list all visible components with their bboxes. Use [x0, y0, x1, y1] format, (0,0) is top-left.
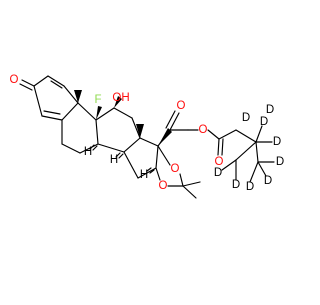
fluorine-wedge: [96, 106, 102, 120]
dioxolane-oxygen-2-label: O: [159, 180, 168, 192]
h16-hash: [146, 167, 155, 174]
fluorine-label: F: [94, 94, 101, 106]
methyl-c10-wedge: [74, 90, 82, 103]
ester-carbonyl-oxygen-label: O: [215, 156, 224, 168]
molecule-structure-diagram: O OH F O O O O O H H H D D D D D D D D D: [10, 74, 285, 199]
c20-oxygen-label: O: [177, 100, 186, 112]
h8-label: H: [84, 146, 92, 158]
h8-hash: [89, 144, 98, 151]
deuterium-label-9: D: [266, 104, 274, 116]
deuterium-label-5: D: [246, 181, 254, 193]
deuterium-label-1: D: [260, 116, 268, 128]
deuterium-label-4: D: [264, 175, 272, 187]
bond-lines: [19, 75, 275, 199]
atom-labels: O OH F O O O O O H H H D D D D D D D D D: [10, 74, 285, 193]
deuterium-label-6: D: [232, 179, 240, 191]
c17-wedge: [158, 128, 172, 146]
stereo-bonds: [74, 90, 172, 174]
deuterium-label-2: D: [273, 136, 281, 148]
structure-canvas: O OH F O O O O O H H H D D D D D D D D D: [10, 74, 285, 199]
dioxolane-oxygen-1-label: O: [171, 163, 180, 175]
h14-label: H: [110, 154, 118, 166]
ketone-oxygen-label: O: [10, 74, 19, 86]
h14-hash: [115, 152, 124, 159]
deuterium-label-8: D: [242, 112, 250, 124]
hydroxyl-label: OH: [112, 92, 129, 104]
deuterium-label-7: D: [214, 167, 222, 179]
deuterium-label-3: D: [276, 156, 284, 168]
methyl-c13-wedge: [136, 124, 144, 138]
ester-oxygen-label: O: [199, 124, 208, 136]
h16-label: H: [140, 169, 148, 181]
hydroxyl-wedge: [114, 96, 122, 108]
